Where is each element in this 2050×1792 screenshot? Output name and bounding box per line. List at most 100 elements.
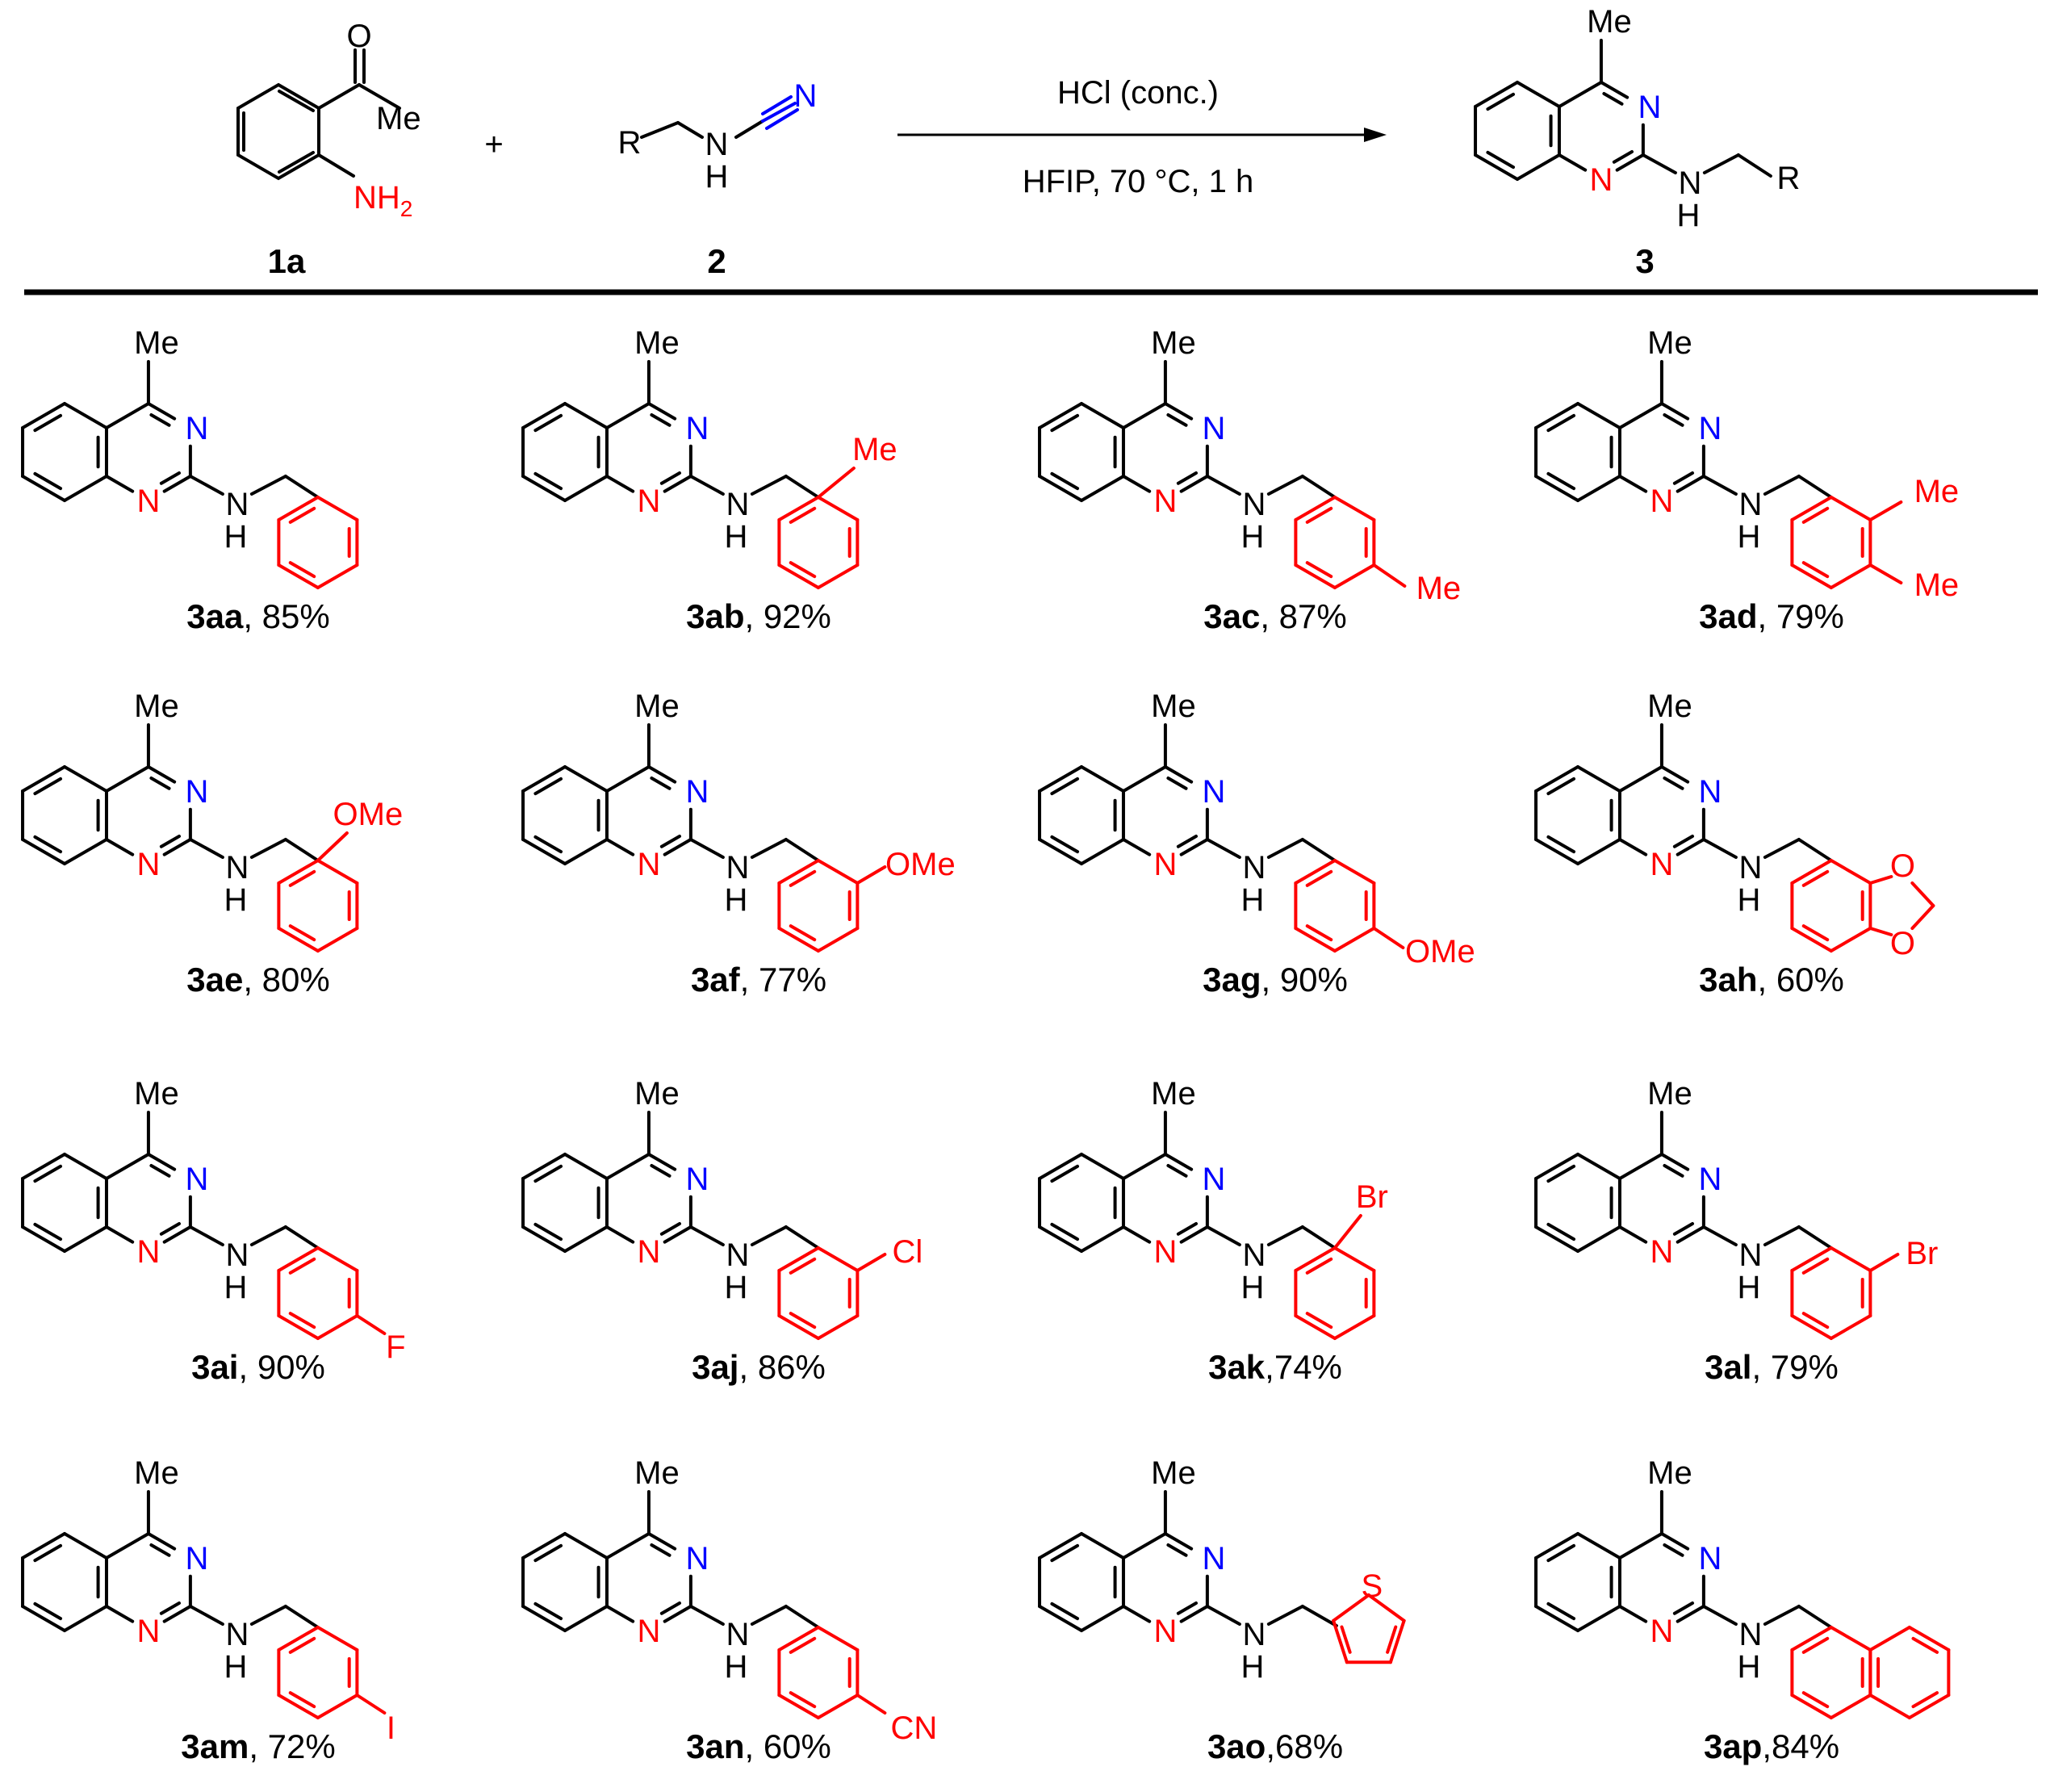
aryl-ring bbox=[1294, 1246, 1376, 1340]
double-bond-inner bbox=[1166, 1164, 1188, 1178]
benzo-ring bbox=[521, 1532, 609, 1632]
double-bond-inner bbox=[789, 1691, 817, 1709]
nitrogen-n3-label: N bbox=[1698, 1162, 1722, 1197]
dioxole-bond bbox=[1868, 875, 1893, 885]
ring-bond bbox=[816, 927, 860, 953]
double-bond-inner bbox=[149, 413, 171, 427]
double-bond-inner bbox=[1176, 1222, 1199, 1236]
compound-id: 3al bbox=[1705, 1348, 1751, 1386]
reaction-arrow bbox=[897, 128, 1387, 142]
benzyl-bond bbox=[1797, 838, 1833, 862]
ring-bond bbox=[316, 1626, 359, 1652]
compound-id: 3am bbox=[181, 1727, 249, 1765]
chloro-label: Cl bbox=[892, 1234, 922, 1270]
amine-hydrogen-label: H bbox=[1676, 198, 1700, 233]
double-bond-inner bbox=[1546, 471, 1576, 491]
benzo-ring bbox=[1534, 765, 1621, 865]
ring-bond bbox=[1080, 1225, 1125, 1253]
pyrimidine-ring bbox=[1557, 81, 1645, 172]
amine-hydrogen-label: H bbox=[1737, 1270, 1760, 1305]
double-bond-inner bbox=[1050, 1543, 1080, 1563]
double-bond-inner bbox=[1166, 1543, 1188, 1557]
double-bond-inner bbox=[533, 1601, 563, 1621]
double-bond-inner bbox=[1612, 150, 1634, 164]
ring-bond bbox=[1121, 475, 1152, 493]
cyano-label: CN bbox=[890, 1710, 937, 1746]
compound-caption: 3ai, 90% bbox=[191, 1348, 325, 1386]
ring-bond bbox=[1829, 859, 1872, 885]
double-bond-inner bbox=[1305, 924, 1333, 942]
double-bond-inner bbox=[1546, 835, 1576, 854]
methylene-bond bbox=[249, 475, 287, 496]
ring-bond bbox=[104, 402, 150, 429]
double-bond-inner bbox=[533, 1543, 563, 1563]
ring-bond bbox=[1332, 927, 1376, 953]
ring-bond bbox=[316, 1246, 359, 1272]
ring-bond bbox=[63, 1605, 108, 1632]
double-bond-inner bbox=[159, 1601, 182, 1615]
double-bond-inner bbox=[33, 1543, 63, 1563]
ring-bond bbox=[1121, 402, 1167, 429]
compound-id: 3ab bbox=[686, 597, 744, 635]
pyrimidine-ring bbox=[1617, 1153, 1705, 1244]
amine-bond bbox=[688, 1605, 725, 1626]
nitrogen-n1-label: N bbox=[136, 847, 160, 882]
nitrogen-n1-label: N bbox=[136, 484, 160, 519]
double-bond-inner bbox=[1801, 561, 1830, 579]
benzo-ring bbox=[1038, 765, 1125, 865]
double-bond-inner bbox=[789, 869, 817, 887]
compound-caption: 3ak,74% bbox=[1208, 1348, 1342, 1386]
cyano-bond bbox=[856, 1694, 887, 1715]
ring-bond bbox=[1294, 496, 1337, 521]
benzo-ring bbox=[1474, 81, 1561, 181]
ring-bond bbox=[605, 1153, 651, 1180]
aryl-ring bbox=[277, 859, 359, 953]
double-bond-inner bbox=[149, 777, 171, 790]
benzyl-bond bbox=[1300, 1225, 1337, 1250]
aryl-ring bbox=[277, 1626, 359, 1719]
double-bond-inner bbox=[789, 1636, 817, 1654]
double-bond-inner bbox=[33, 1601, 63, 1621]
ring-bond bbox=[1829, 496, 1872, 521]
ring-bond bbox=[1790, 1314, 1833, 1340]
double-bond-inner bbox=[1672, 1601, 1695, 1615]
ring-bond bbox=[816, 1314, 860, 1340]
compound-yield: , 77% bbox=[740, 961, 826, 999]
double-bond-inner bbox=[1546, 777, 1576, 796]
ring-bond bbox=[1294, 859, 1337, 885]
nitrogen-n3-label: N bbox=[185, 411, 208, 446]
double-bond-inner bbox=[650, 777, 671, 790]
ring-bond bbox=[162, 838, 192, 856]
dioxole-bond bbox=[1910, 881, 1935, 907]
amine-hydrogen-label: H bbox=[724, 519, 747, 555]
compound-yield: ,74% bbox=[1265, 1348, 1342, 1386]
aryl-ring bbox=[1790, 1246, 1872, 1340]
ring-bond bbox=[777, 496, 820, 521]
compound-id: 3ak bbox=[1208, 1348, 1266, 1386]
ring-bond bbox=[816, 859, 860, 885]
methylene-bond bbox=[1763, 838, 1801, 859]
ring-bond bbox=[1294, 927, 1337, 953]
ring-bond bbox=[277, 1694, 320, 1719]
pyrimidine-ring bbox=[1121, 765, 1209, 856]
dioxole-oxygen-label: O bbox=[1890, 848, 1915, 884]
nitrogen-n1-label: N bbox=[1589, 162, 1613, 198]
ring-bond bbox=[104, 838, 135, 856]
aryl-ring bbox=[277, 496, 359, 589]
ring-bond bbox=[21, 475, 66, 502]
methyl-label: Me bbox=[1151, 1455, 1196, 1491]
ring-bond bbox=[563, 1153, 609, 1180]
pyrimidine-ring bbox=[1617, 1532, 1705, 1623]
ring-bond bbox=[1790, 563, 1833, 589]
ring-bond bbox=[521, 765, 567, 793]
ring-bond bbox=[816, 1694, 860, 1719]
amine-hydrogen-label: H bbox=[1240, 882, 1264, 918]
ring-bond bbox=[1121, 1153, 1167, 1180]
compound-yield: , 87% bbox=[1260, 597, 1346, 635]
ring-bond bbox=[1617, 475, 1648, 493]
pyrimidine-ring bbox=[1617, 402, 1705, 493]
ring-bond bbox=[1534, 838, 1579, 865]
double-bond-inner bbox=[1386, 1625, 1398, 1654]
methyl-label-1a: Me bbox=[376, 101, 421, 136]
